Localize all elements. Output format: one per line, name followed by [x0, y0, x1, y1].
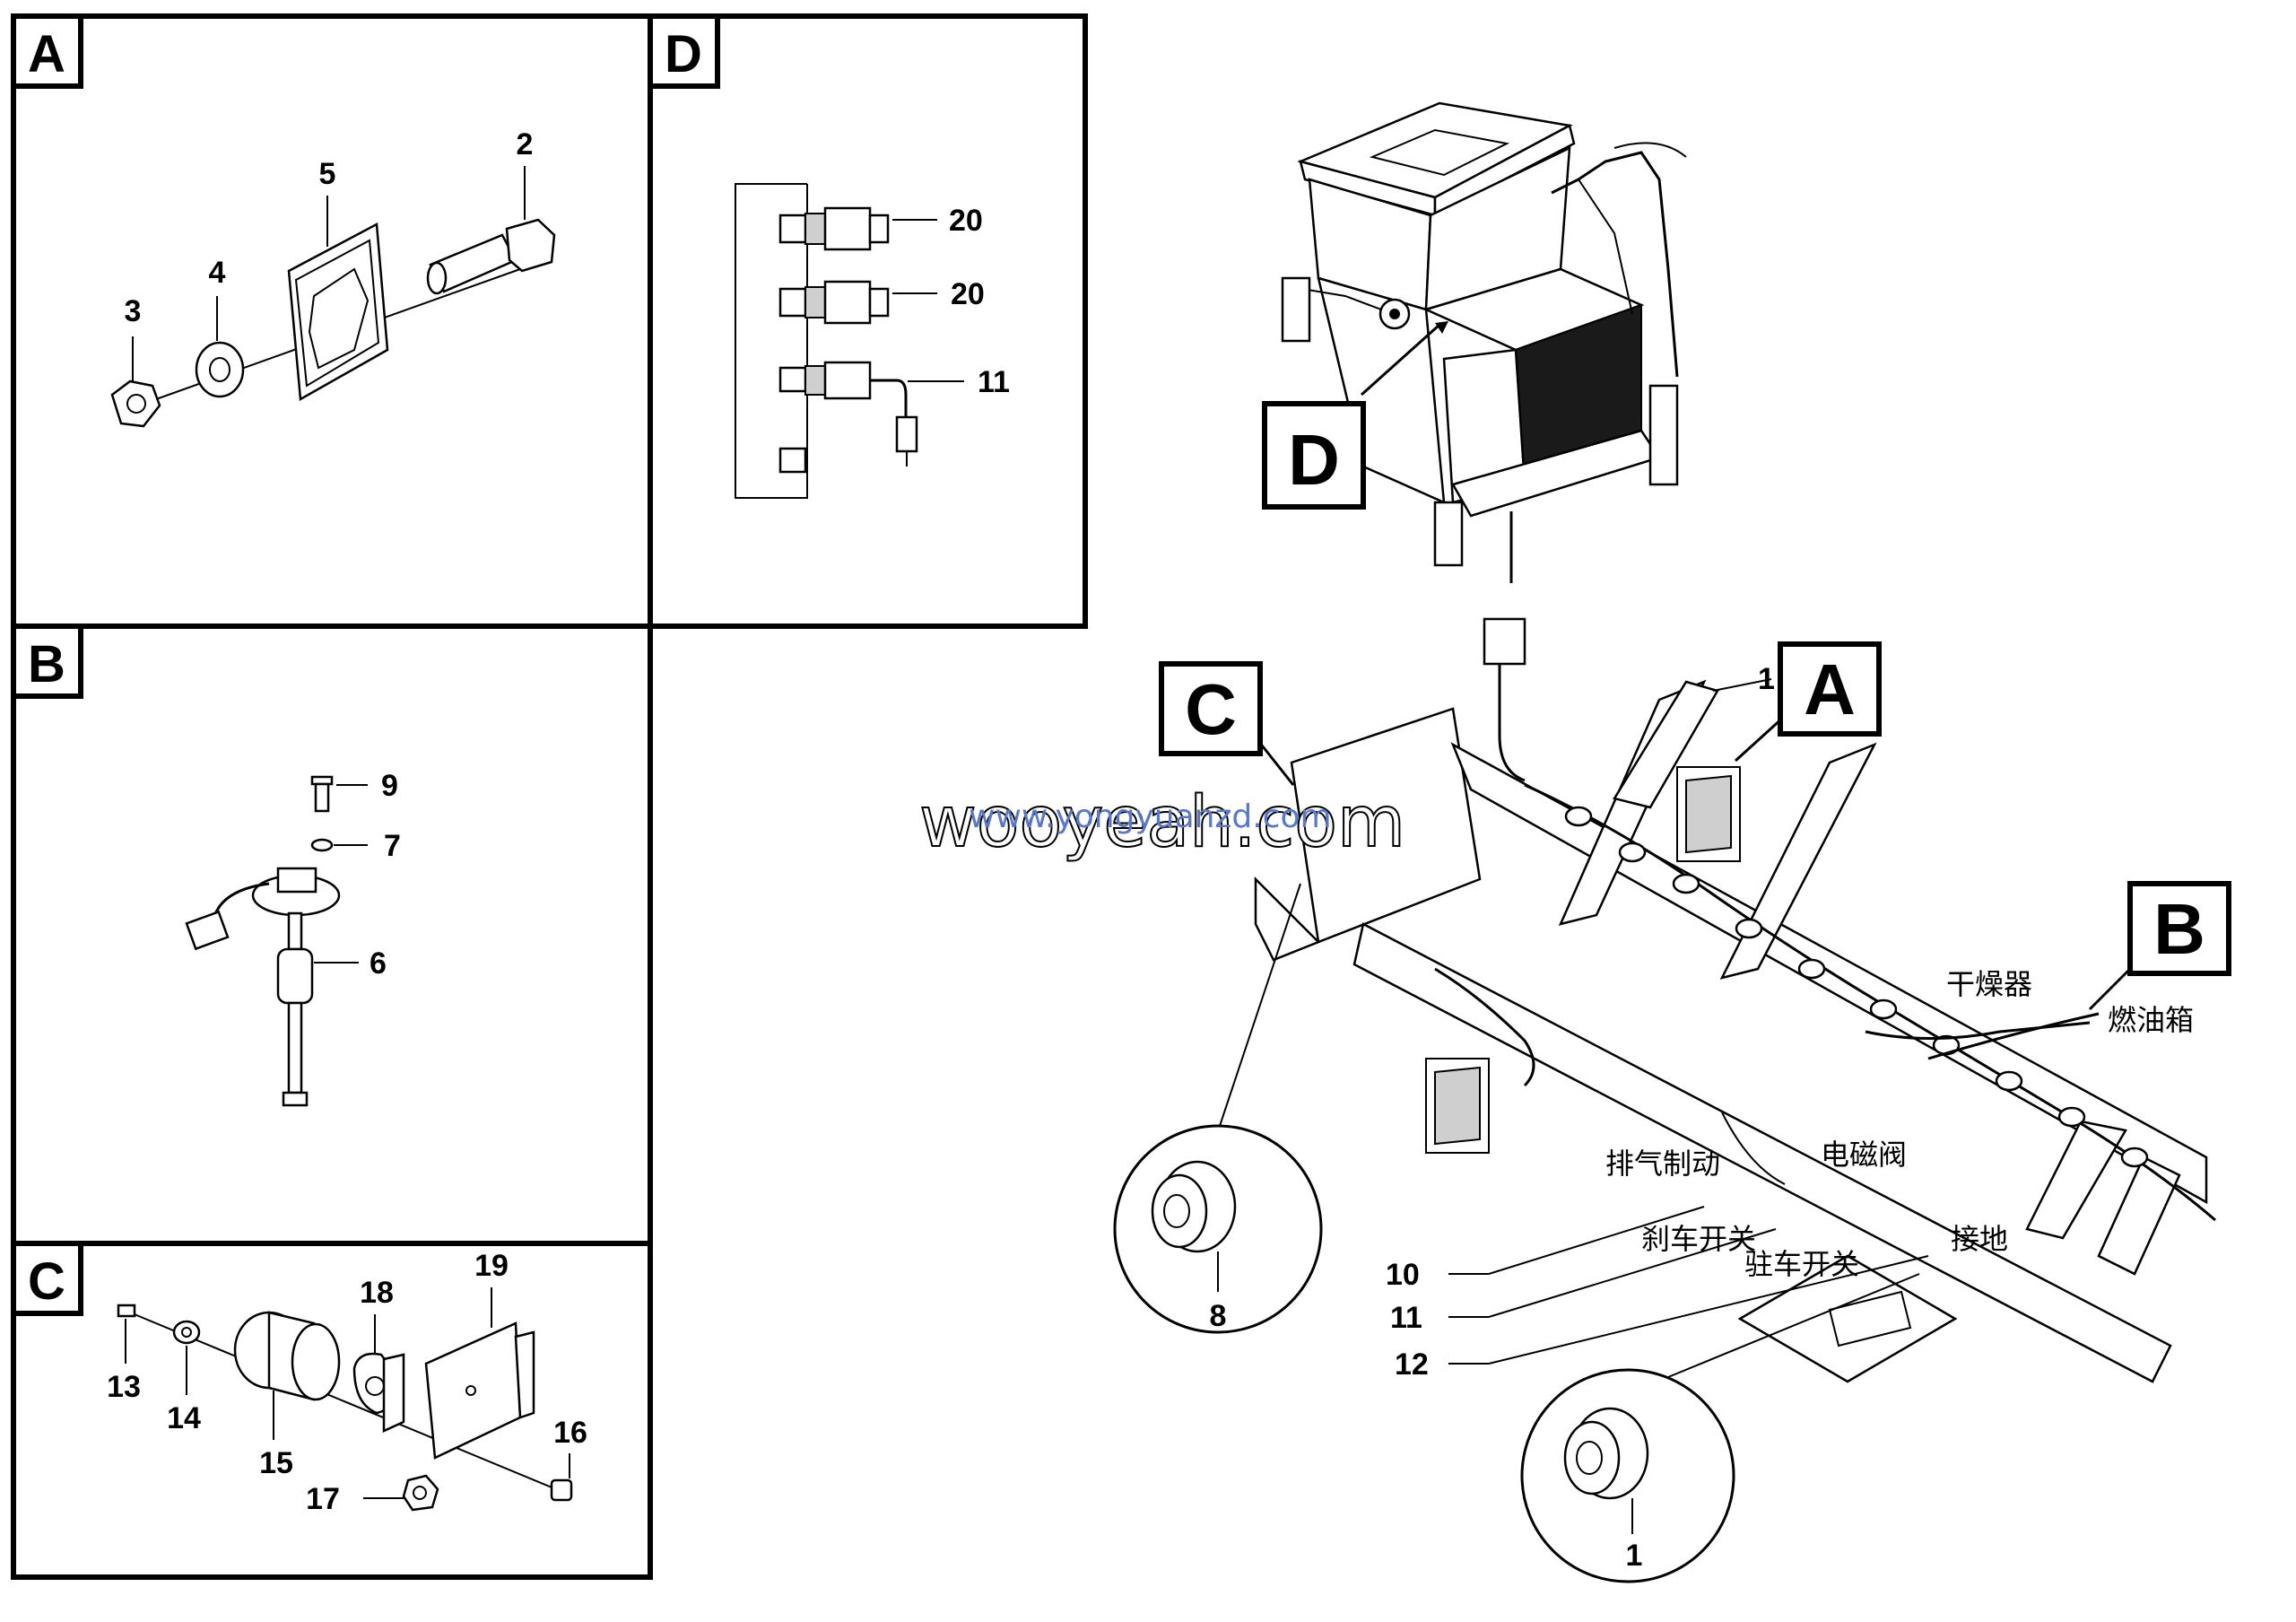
callout-a-letter: A — [1804, 650, 1856, 729]
panel-a-drawing — [110, 166, 556, 428]
panel-c-letter: C — [28, 1252, 65, 1311]
detail-circle-8 — [1113, 883, 1323, 1334]
label-fuel-tank: 燃油箱 — [2108, 1003, 2194, 1037]
label-b-9: 9 — [381, 769, 398, 803]
bolt-head-part — [505, 218, 556, 273]
label-c-19: 19 — [474, 1249, 509, 1283]
detail-circle-1 — [1520, 1273, 1920, 1583]
watermark-text-2: www.yongyuanzd.com — [969, 798, 1332, 835]
callout-c-main: C — [1159, 661, 1295, 786]
machine-cab-drawing — [1281, 101, 1687, 583]
washer-part — [195, 341, 245, 398]
label-d-11: 11 — [978, 365, 1010, 399]
chassis-drawing — [1254, 617, 2216, 1383]
label-solenoid-valve: 电磁阀 — [1821, 1138, 1907, 1172]
label-exhaust-brake: 排气制动 — [1605, 1147, 1720, 1181]
label-a-4: 4 — [209, 256, 226, 290]
label-main-1-detail: 1 — [1626, 1539, 1643, 1573]
label-dryer: 干燥器 — [1946, 967, 2032, 1001]
label-main-11: 11 — [1390, 1301, 1422, 1335]
panel-b-frame — [11, 624, 653, 1246]
watermark: wooyeah.com www.yongyuanzd.com — [918, 781, 1406, 864]
panel-a-letter-box: A — [11, 13, 83, 89]
panel-b-drawing — [185, 775, 368, 1107]
leaders-10-11-12 — [1448, 1206, 1929, 1365]
harness-clips — [1564, 806, 2149, 1168]
bracket-plate-part — [287, 222, 389, 402]
callout-d-main: D — [1262, 321, 1448, 510]
callout-a-main: A — [1712, 641, 1882, 763]
label-c-18: 18 — [360, 1276, 394, 1310]
label-c-17: 17 — [306, 1482, 340, 1516]
watermark-text-1: wooyeah.com — [919, 782, 1405, 863]
panel-frames — [11, 13, 1088, 1580]
label-a-2: 2 — [517, 127, 534, 161]
label-parking-switch: 驻车开关 — [1744, 1247, 1859, 1281]
cover-plate — [424, 1321, 522, 1460]
panel-d-frame — [648, 13, 1088, 629]
label-c-14: 14 — [167, 1401, 201, 1435]
label-d-20a: 20 — [949, 204, 983, 238]
callout-c-letter: C — [1185, 669, 1237, 749]
label-main-8: 8 — [1210, 1299, 1227, 1333]
label-main-10: 10 — [1386, 1258, 1420, 1292]
label-brake-switch: 刹车开关 — [1641, 1222, 1756, 1256]
label-ground: 接地 — [1951, 1222, 2008, 1256]
label-main-12: 12 — [1395, 1347, 1429, 1382]
panel-d-drawing — [735, 183, 964, 499]
callout-d-letter: D — [1288, 420, 1340, 500]
label-a-3: 3 — [125, 294, 142, 328]
sensor-float — [276, 947, 314, 1005]
label-main-1-top: 1 — [1758, 662, 1775, 696]
panel-c-drawing — [117, 1287, 573, 1512]
panel-c-frame — [11, 1241, 653, 1580]
label-b-7: 7 — [384, 829, 401, 863]
label-c-16: 16 — [553, 1416, 587, 1450]
callout-b-main: B — [2088, 881, 2231, 1011]
callout-b-letter: B — [2153, 889, 2205, 969]
label-c-13: 13 — [107, 1370, 141, 1404]
label-d-20b: 20 — [951, 277, 985, 311]
panel-d-letter-box: D — [648, 13, 720, 89]
panel-d-letter: D — [665, 25, 702, 83]
label-a-5: 5 — [319, 157, 336, 191]
panel-b-letter: B — [28, 635, 65, 693]
nut-part — [110, 379, 161, 428]
label-c-15: 15 — [259, 1446, 293, 1480]
label-b-6: 6 — [370, 946, 387, 981]
panel-a-letter: A — [28, 25, 65, 83]
panel-b-letter-box: B — [11, 624, 83, 699]
panel-c-letter-box: C — [11, 1241, 83, 1316]
